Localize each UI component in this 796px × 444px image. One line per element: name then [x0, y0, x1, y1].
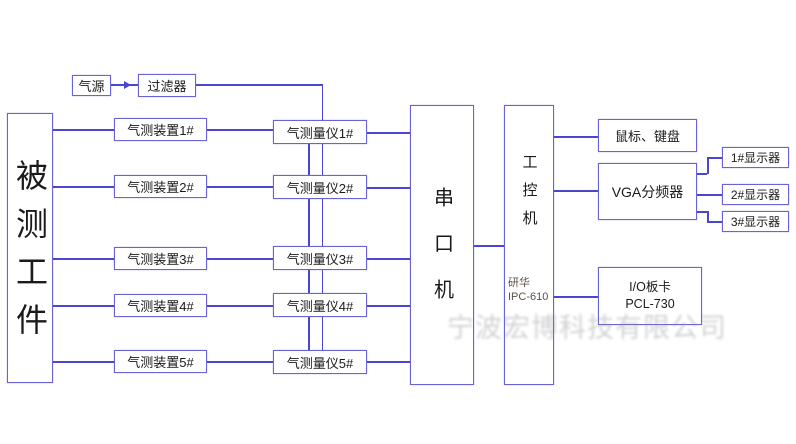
connector-instrument-serial-5	[367, 361, 410, 363]
filter-box: 过滤器	[138, 74, 196, 97]
industrial-pc-model: 研华 IPC-610	[505, 276, 548, 305]
device-5-box: 气测装置5#	[114, 350, 207, 373]
connector-instrument-serial-4	[367, 305, 410, 307]
io-card-model: PCL-730	[625, 297, 675, 311]
connector-workpiece-device-3	[53, 258, 114, 260]
connector-ipc-iocard	[554, 296, 598, 298]
connector-filter-right	[196, 84, 323, 86]
instrument-4-box: 气测量仪4#	[273, 293, 367, 317]
connector-ipc-mousekb	[554, 136, 598, 138]
connector-workpiece-device-1	[53, 129, 114, 131]
flow-arrow-icon	[124, 80, 131, 89]
mouse-keyboard-box: 鼠标、键盘	[598, 119, 697, 152]
air-source-box: 气源	[72, 75, 111, 96]
air-bus-line-2	[321, 122, 323, 360]
connector-device-instrument-3	[207, 258, 273, 260]
io-card-label: I/O板卡	[629, 280, 671, 295]
instrument-1-box: 气测量仪1#	[273, 120, 367, 144]
vga-splitter-box: VGA分频器	[598, 163, 697, 220]
connector-device-instrument-2	[207, 186, 273, 188]
display-3-box: 3#显示器	[722, 211, 789, 232]
connector-device-instrument-4	[207, 305, 273, 307]
connector-workpiece-device-2	[53, 186, 114, 188]
display-1-box: 1#显示器	[722, 147, 789, 168]
connector-workpiece-device-5	[53, 361, 114, 363]
connector-vga-riser-down	[707, 211, 709, 222]
connector-instrument-serial-1	[367, 132, 410, 134]
connector-device-instrument-5	[207, 361, 273, 363]
industrial-pc-label: 工控机	[520, 154, 538, 238]
instrument-2-box: 气测量仪2#	[273, 175, 367, 199]
connector-ipc-vga	[554, 190, 598, 192]
ipc-brand-text: 研华	[508, 277, 530, 289]
instrument-5-box: 气测量仪5#	[273, 350, 367, 374]
io-card-box: I/O板卡 PCL-730	[598, 267, 702, 325]
connector-vga-display-3	[707, 221, 722, 223]
connector-device-instrument-1	[207, 129, 273, 131]
workpiece-box: 被测工件	[7, 113, 53, 383]
connector-vga-riser-up	[707, 157, 709, 174]
connector-serial-ipc	[474, 245, 504, 247]
device-4-box: 气测装置4#	[114, 294, 207, 317]
display-2-box: 2#显示器	[722, 184, 789, 205]
serial-port-machine-box: 串口机	[410, 105, 474, 385]
industrial-pc-box: 工控机 研华 IPC-610	[504, 105, 554, 385]
connector-filter-down	[321, 84, 323, 122]
connector-vga-branch-up	[697, 173, 707, 175]
device-3-box: 气测装置3#	[114, 247, 207, 270]
connector-instrument-serial-3	[367, 258, 410, 260]
ipc-model-text: IPC-610	[508, 291, 549, 304]
connector-instrument-serial-2	[367, 187, 410, 189]
device-1-box: 气测装置1#	[114, 118, 207, 141]
connector-vga-branch-down	[697, 211, 707, 213]
connector-workpiece-device-4	[53, 305, 114, 307]
instrument-3-box: 气测量仪3#	[273, 246, 367, 270]
connector-vga-display-2	[697, 194, 722, 196]
connector-vga-display-1	[707, 157, 722, 159]
air-bus-line-1	[308, 122, 310, 360]
device-2-box: 气测装置2#	[114, 175, 207, 198]
